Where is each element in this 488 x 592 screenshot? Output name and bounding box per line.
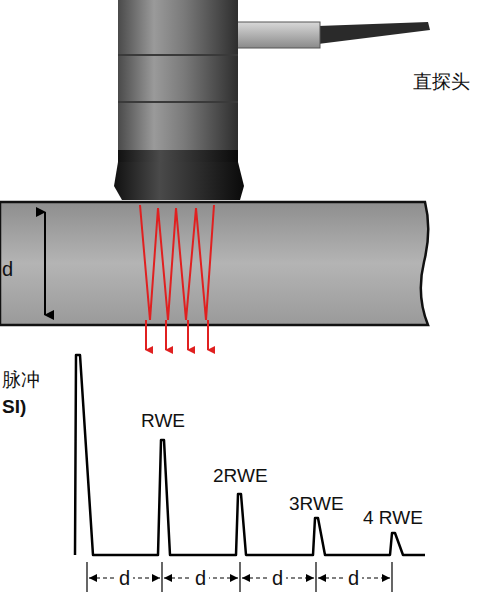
echo-label: RWE	[141, 411, 185, 432]
echo-label: 4 RWE	[363, 508, 423, 529]
plate	[0, 202, 428, 325]
connector	[234, 22, 320, 48]
dimension-lines	[87, 562, 392, 592]
dimension-label: d	[116, 567, 133, 589]
dimension-label: d	[345, 567, 362, 589]
probe-cone	[114, 162, 244, 200]
pulse-label: 脉冲	[2, 370, 40, 391]
pulse-abbrev: SI)	[2, 397, 26, 418]
echo-label: 3RWE	[289, 494, 344, 515]
dimension-label: d	[269, 567, 286, 589]
thickness-label: d	[2, 258, 13, 280]
cable	[318, 22, 430, 44]
probe-label: 直探头	[413, 72, 470, 93]
dimension-label: d	[192, 567, 209, 589]
probe-body	[118, 0, 238, 150]
probe-collar	[118, 150, 238, 162]
echo-label: 2RWE	[213, 466, 268, 487]
echo-trace	[75, 355, 425, 555]
sound-path	[140, 205, 214, 320]
thickness-arrow	[44, 212, 46, 315]
